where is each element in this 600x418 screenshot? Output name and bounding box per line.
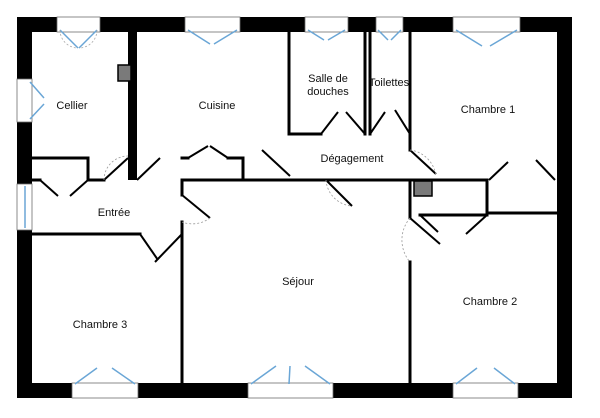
room-label-degagement: Dégagement xyxy=(321,153,384,165)
room-label-chambre-3: Chambre 3 xyxy=(73,319,127,331)
windows xyxy=(16,16,521,399)
room-label-chambre-1: Chambre 1 xyxy=(461,104,515,116)
room-label-salle-de-douches-line1: Salle de xyxy=(308,73,348,85)
room-label-salle-de-douches-line2: douches xyxy=(307,86,349,98)
room-label-toilettes: Toilettes xyxy=(369,77,410,89)
room-label-cellier: Cellier xyxy=(56,100,88,112)
vent-shaft-cellier xyxy=(117,64,132,82)
room-labels: Cellier Cuisine Salle de douches Toilett… xyxy=(56,73,517,331)
doors xyxy=(39,109,556,263)
room-label-cuisine: Cuisine xyxy=(199,100,236,112)
shafts xyxy=(117,64,433,197)
vent-shaft-chambre1 xyxy=(413,180,433,197)
room-label-sejour: Séjour xyxy=(282,276,314,288)
interior-walls xyxy=(31,30,559,385)
room-label-chambre-2: Chambre 2 xyxy=(463,296,517,308)
room-label-entree: Entrée xyxy=(98,207,130,219)
exterior-walls xyxy=(17,17,572,398)
